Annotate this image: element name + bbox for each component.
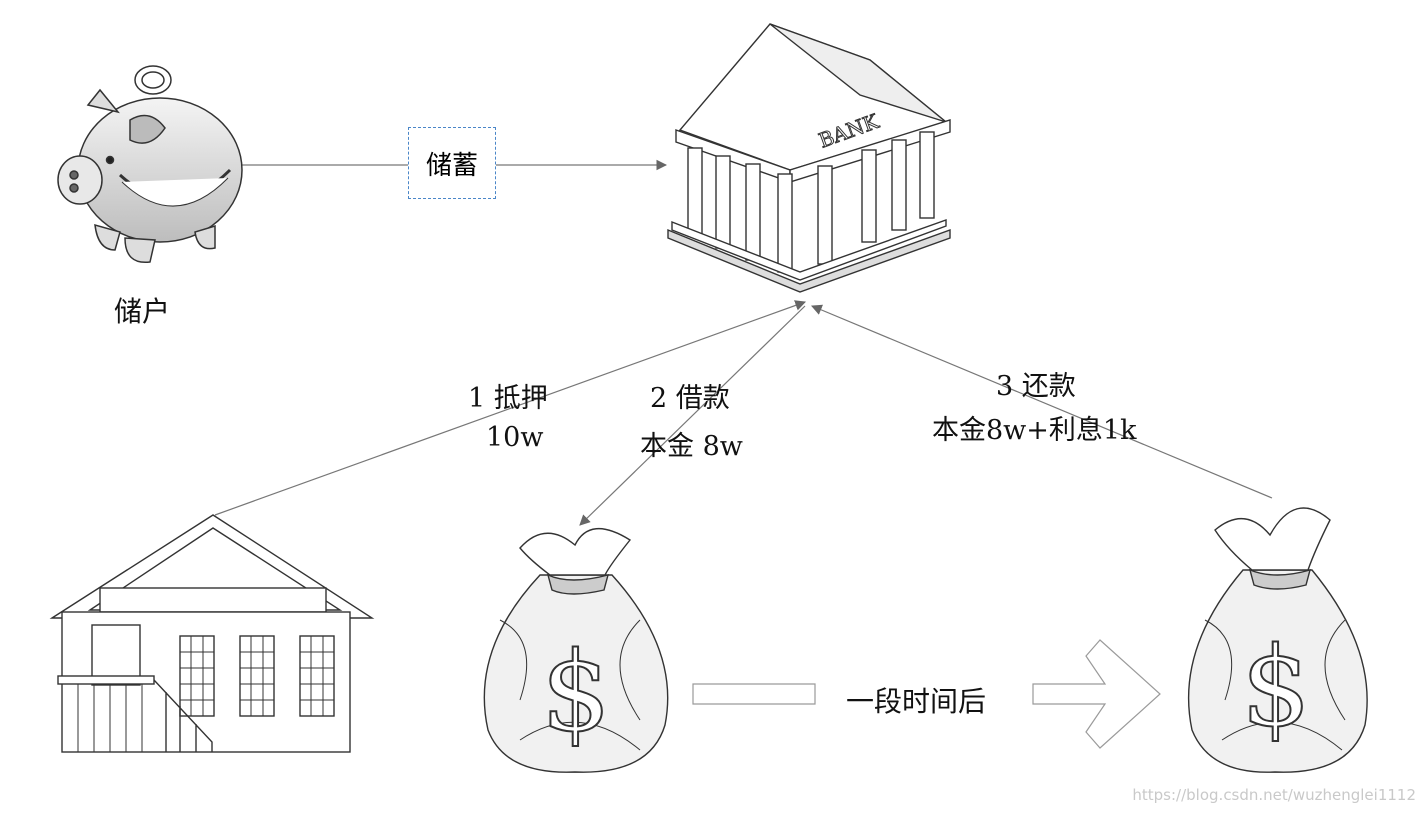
savings-label-box: 储蓄 bbox=[408, 127, 496, 199]
step3-value: 本金8w+利息1k bbox=[932, 415, 1137, 446]
money-bag-icon: $ bbox=[483, 527, 669, 773]
hollow-arrow-icon bbox=[692, 639, 1161, 749]
money-bag-icon: $ bbox=[1187, 507, 1368, 773]
watermark-text: https://blog.csdn.net/wuzhenglei1112 bbox=[1132, 786, 1416, 804]
house-icon bbox=[49, 514, 375, 753]
step3-title: 3 还款 bbox=[996, 371, 1076, 402]
house-to-bank-line bbox=[214, 300, 807, 516]
svg-text:$: $ bbox=[1241, 623, 1311, 751]
depositor-label: 储户 bbox=[114, 295, 171, 328]
bag-to-bank-line bbox=[811, 304, 1273, 499]
step2-value: 本金 8w bbox=[640, 431, 743, 462]
step1-value: 10w bbox=[486, 422, 544, 453]
bank-to-bag-line bbox=[579, 305, 806, 526]
svg-text:$: $ bbox=[541, 628, 611, 756]
savings-label: 储蓄 bbox=[425, 150, 478, 181]
step1-title: 1 抵押 bbox=[468, 383, 548, 414]
step2-title: 2 借款 bbox=[650, 383, 730, 414]
time-passes-label: 一段时间后 bbox=[846, 685, 987, 718]
bank-building-icon: BANK bbox=[667, 23, 951, 293]
connector-lines bbox=[214, 159, 1273, 526]
piggy-bank-icon bbox=[57, 65, 243, 264]
